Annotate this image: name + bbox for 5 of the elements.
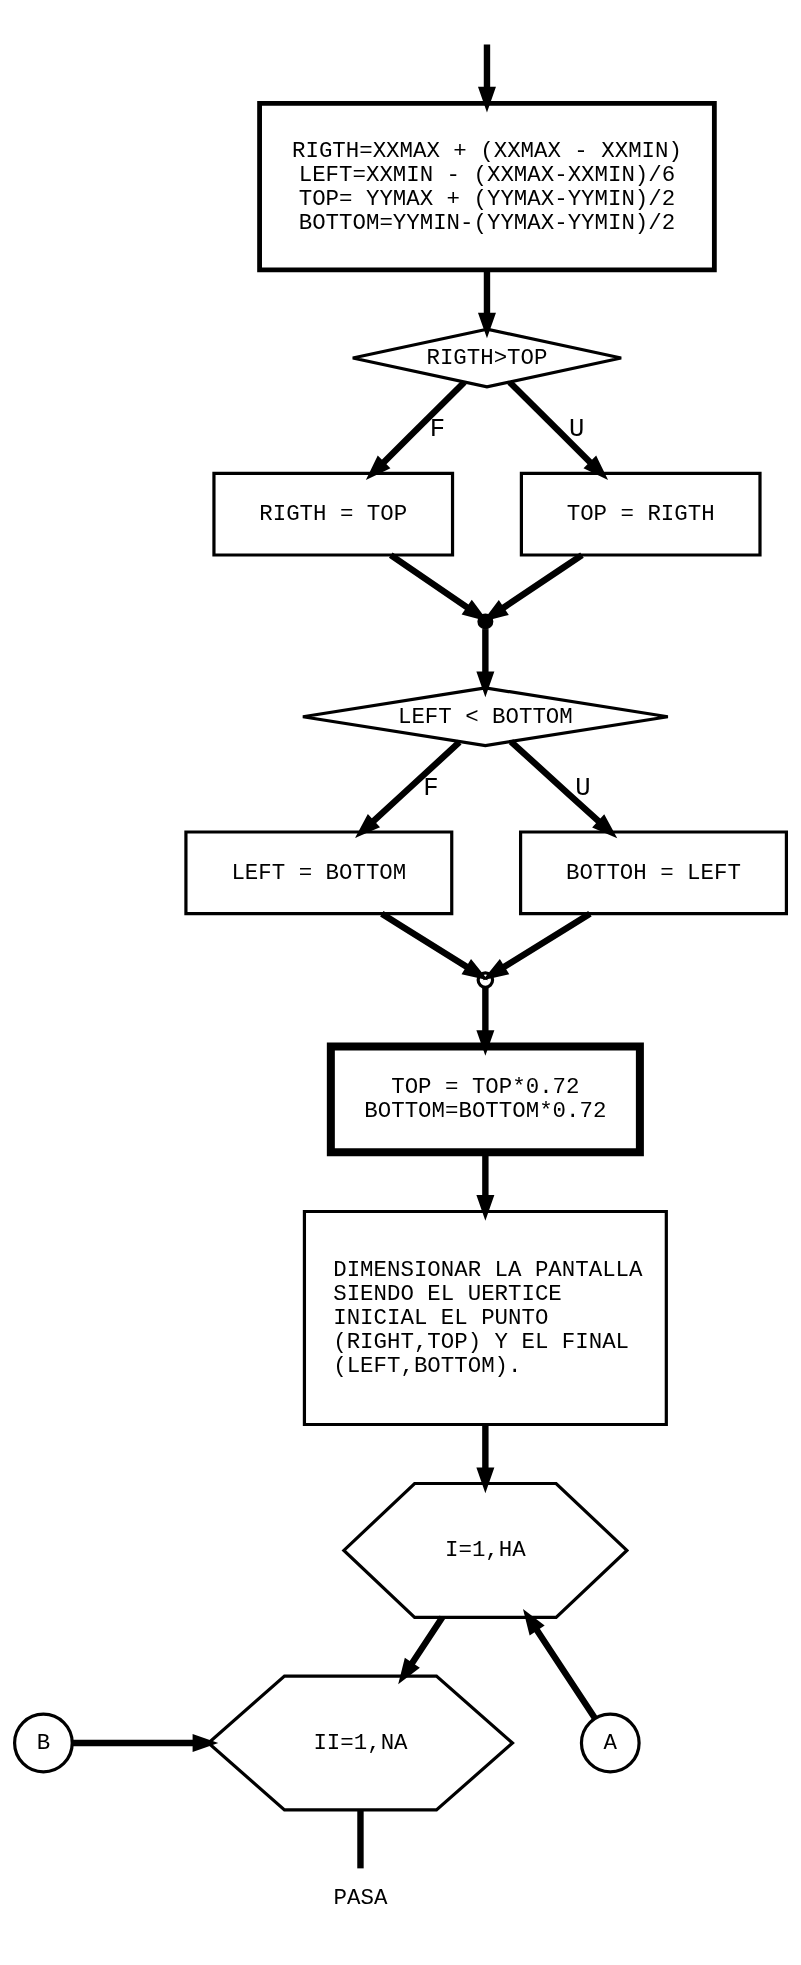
- edge-label: F: [423, 773, 439, 803]
- edge-label: F: [429, 415, 446, 445]
- node-text: PASA: [333, 1884, 388, 1911]
- edge-label: U: [568, 415, 585, 445]
- edge-label: U: [575, 773, 591, 803]
